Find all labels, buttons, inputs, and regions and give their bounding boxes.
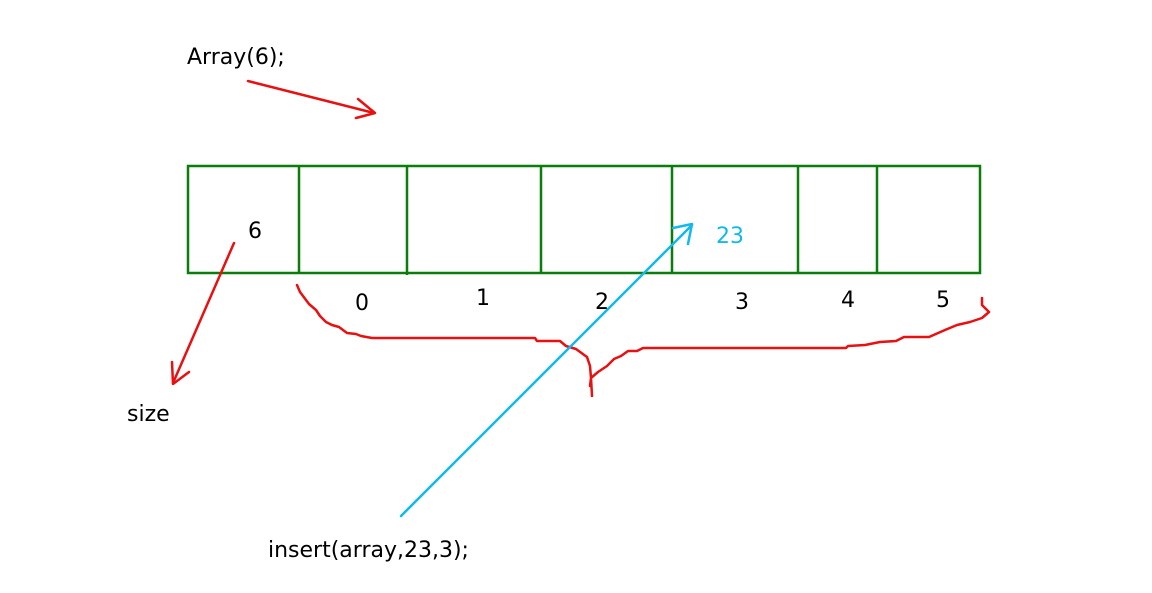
data-brace (295, 283, 991, 398)
insert-arrow (399, 222, 694, 518)
index-label-1: 1 (476, 286, 490, 311)
index-label-2: 2 (595, 290, 609, 315)
index-label-5: 5 (936, 288, 950, 313)
index-label-4: 4 (841, 288, 855, 313)
insert-call-label: insert(array,23,3); (268, 538, 469, 563)
constructor-arrow (246, 79, 377, 120)
array-box (186, 164, 982, 275)
size-label: size (127, 402, 170, 427)
array-outline (186, 164, 982, 275)
size-value: 6 (248, 219, 262, 244)
constructor-call-label: Array(6); (187, 45, 285, 70)
index-label-0: 0 (355, 291, 369, 316)
size-arrow (170, 241, 236, 386)
index-label-3: 3 (735, 290, 749, 315)
inserted-value: 23 (716, 224, 744, 249)
